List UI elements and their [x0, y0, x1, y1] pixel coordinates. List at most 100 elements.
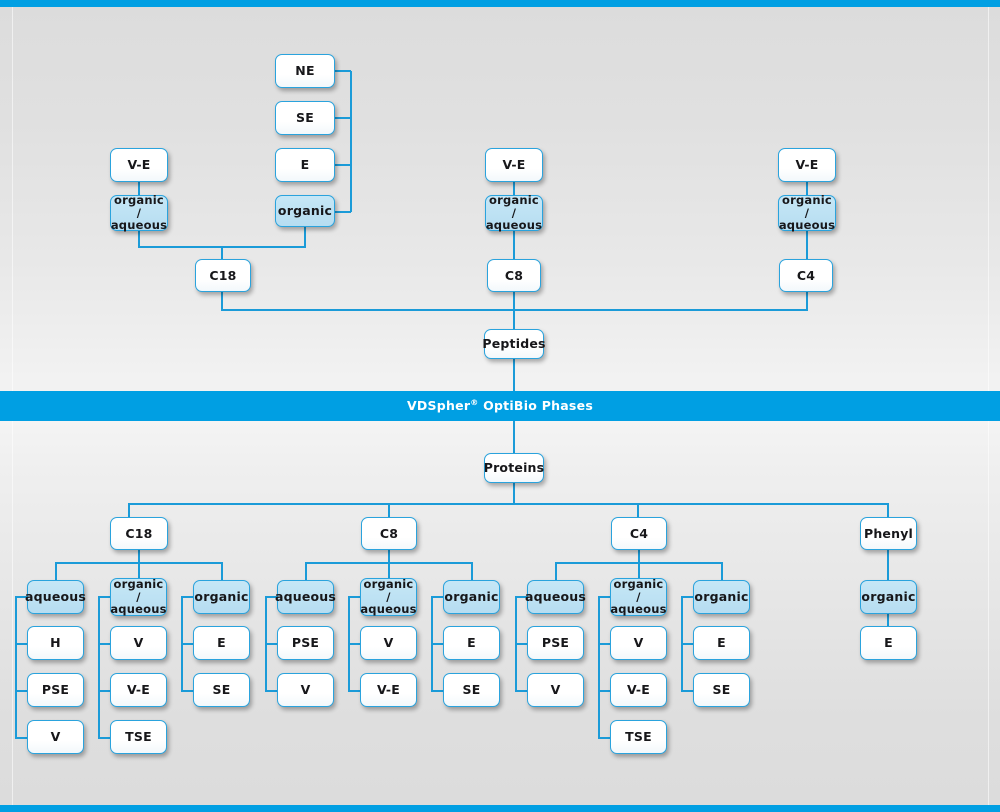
connector-c8-aq-pse — [265, 643, 278, 645]
node-proteins-c8-mode-organic-aqueous[interactable]: organic / aqueous — [360, 576, 417, 617]
connector-c8p-to-aqueous — [305, 562, 307, 580]
node-peptides-c8-oa-ve[interactable]: V-E — [485, 148, 543, 182]
connector-c4-org-e — [681, 643, 694, 645]
rail-c18-aqueous-head — [15, 596, 28, 598]
connector-c4-oa-to-node — [806, 231, 808, 259]
connector-organic-to-rail — [335, 211, 351, 213]
connector-c8-oa-ve — [348, 690, 361, 692]
connector-c4p-to-oa — [638, 562, 640, 580]
node-proteins-c8-aq-v[interactable]: V — [277, 673, 334, 707]
connector-phenyl-to-organic — [887, 550, 889, 580]
node-proteins-phenyl-mode-organic[interactable]: organic — [860, 580, 917, 614]
connector-se-to-rail — [335, 117, 351, 119]
node-proteins-branch-c4[interactable]: C4 — [611, 517, 667, 550]
node-proteins-c18-aq-pse[interactable]: PSE — [27, 673, 84, 707]
connector-c8p-to-oa — [388, 562, 390, 580]
connector-c18-to-peptides-bus — [221, 292, 223, 310]
node-proteins-c4-org-se[interactable]: SE — [693, 673, 750, 707]
rail-c4-oa — [598, 596, 600, 738]
connector-c18-ve-to-oa — [138, 182, 140, 195]
connector-c8-org-e — [431, 643, 444, 645]
node-peptides-branch-c18[interactable]: C18 — [195, 259, 251, 292]
connector-c4-to-peptides-bus — [806, 292, 808, 310]
node-proteins-c8-org-e[interactable]: E — [443, 626, 500, 660]
node-proteins-root[interactable]: Proteins — [484, 453, 544, 483]
connector-c18-aq-h — [15, 643, 28, 645]
node-peptides-c18-mode-organic-aqueous[interactable]: organic / aqueous — [110, 192, 168, 233]
connector-c4-aq-pse — [515, 643, 528, 645]
connector-c18-oa-down — [138, 231, 140, 247]
connector-e-to-rail — [335, 164, 351, 166]
node-proteins-c8-mode-organic[interactable]: organic — [443, 580, 500, 614]
node-proteins-c18-oa-v[interactable]: V — [110, 626, 167, 660]
node-proteins-c18-mode-organic[interactable]: organic — [193, 580, 250, 614]
connector-bus-to-c8 — [388, 503, 390, 517]
rail-c4-oa-head — [598, 596, 611, 598]
connector-c4-oa-v — [598, 643, 611, 645]
node-proteins-branch-phenyl[interactable]: Phenyl — [860, 517, 917, 550]
rail-c18-oa — [98, 596, 100, 738]
node-proteins-c4-oa-v[interactable]: V — [610, 626, 667, 660]
node-proteins-c4-mode-aqueous[interactable]: aqueous — [525, 580, 586, 614]
node-proteins-c8-oa-ve[interactable]: V-E — [360, 673, 417, 707]
connector-c18p-to-organic — [221, 562, 223, 580]
connector-proteins-bus — [128, 503, 888, 505]
connector-c18-oa-ve — [98, 690, 111, 692]
connector-ne-to-rail — [335, 70, 351, 72]
connector-c8-aq-v — [265, 690, 278, 692]
node-peptides-c18-organic-e[interactable]: E — [275, 148, 335, 182]
node-proteins-c8-org-se[interactable]: SE — [443, 673, 500, 707]
connector-c8-oa-v — [348, 643, 361, 645]
node-peptides-c8-mode-organic-aqueous[interactable]: organic / aqueous — [485, 192, 543, 233]
node-proteins-c18-aq-h[interactable]: H — [27, 626, 84, 660]
node-peptides-branch-c4[interactable]: C4 — [779, 259, 833, 292]
node-proteins-c8-oa-v[interactable]: V — [360, 626, 417, 660]
connector-c8p-to-organic — [471, 562, 473, 580]
node-proteins-c18-mode-aqueous[interactable]: aqueous — [25, 580, 86, 614]
top-accent-bar — [0, 0, 1000, 7]
node-proteins-c4-mode-organic[interactable]: organic — [693, 580, 750, 614]
node-peptides-c18-oa-ve[interactable]: V-E — [110, 148, 168, 182]
node-proteins-c4-aq-pse[interactable]: PSE — [527, 626, 584, 660]
connector-c4-oa-tse — [598, 737, 611, 739]
connector-c4-aq-v — [515, 690, 528, 692]
connector-c18-aq-pse — [15, 690, 28, 692]
connector-c18-oa-tse — [98, 737, 111, 739]
rail-c8-organic-head — [431, 596, 444, 598]
rail-c18-oa-head — [98, 596, 111, 598]
phases-banner: VDSpher® OptiBio Phases — [0, 391, 1000, 421]
connector-c4-org-se — [681, 690, 694, 692]
node-peptides-c4-oa-ve[interactable]: V-E — [778, 148, 836, 182]
node-peptides-c18-mode-organic[interactable]: organic — [275, 195, 335, 227]
node-peptides-branch-c8[interactable]: C8 — [487, 259, 541, 292]
node-proteins-branch-c18[interactable]: C18 — [110, 517, 168, 550]
bottom-accent-bar — [0, 805, 1000, 812]
node-peptides-c18-organic-ne[interactable]: NE — [275, 54, 335, 88]
node-proteins-c18-aq-v[interactable]: V — [27, 720, 84, 754]
node-proteins-c18-oa-ve[interactable]: V-E — [110, 673, 167, 707]
node-proteins-c4-aq-v[interactable]: V — [527, 673, 584, 707]
connector-c4p-to-aqueous — [555, 562, 557, 580]
node-proteins-c8-mode-aqueous[interactable]: aqueous — [275, 580, 336, 614]
connector-c8p-down — [388, 550, 390, 563]
connector-c18-org-e — [181, 643, 194, 645]
node-proteins-c18-org-e[interactable]: E — [193, 626, 250, 660]
node-proteins-c8-aq-pse[interactable]: PSE — [277, 626, 334, 660]
node-proteins-c18-oa-tse[interactable]: TSE — [110, 720, 167, 754]
node-proteins-c4-mode-organic-aqueous[interactable]: organic / aqueous — [610, 576, 667, 617]
connector-bus-to-c18 — [128, 503, 130, 517]
node-proteins-c4-org-e[interactable]: E — [693, 626, 750, 660]
node-proteins-branch-c8[interactable]: C8 — [361, 517, 417, 550]
node-proteins-c4-oa-tse[interactable]: TSE — [610, 720, 667, 754]
connector-phenyl-organic-to-e — [887, 614, 889, 626]
connector-c18p-to-aqueous — [55, 562, 57, 580]
node-peptides-root[interactable]: Peptides — [482, 329, 545, 359]
node-proteins-c18-org-se[interactable]: SE — [193, 673, 250, 707]
connector-c18p-down — [138, 550, 140, 563]
node-proteins-c18-mode-organic-aqueous[interactable]: organic / aqueous — [110, 576, 167, 617]
node-proteins-c4-oa-ve[interactable]: V-E — [610, 673, 667, 707]
node-proteins-phenyl-org-e[interactable]: E — [860, 626, 917, 660]
node-peptides-c4-mode-organic-aqueous[interactable]: organic / aqueous — [778, 192, 836, 233]
node-peptides-c18-organic-se[interactable]: SE — [275, 101, 335, 135]
